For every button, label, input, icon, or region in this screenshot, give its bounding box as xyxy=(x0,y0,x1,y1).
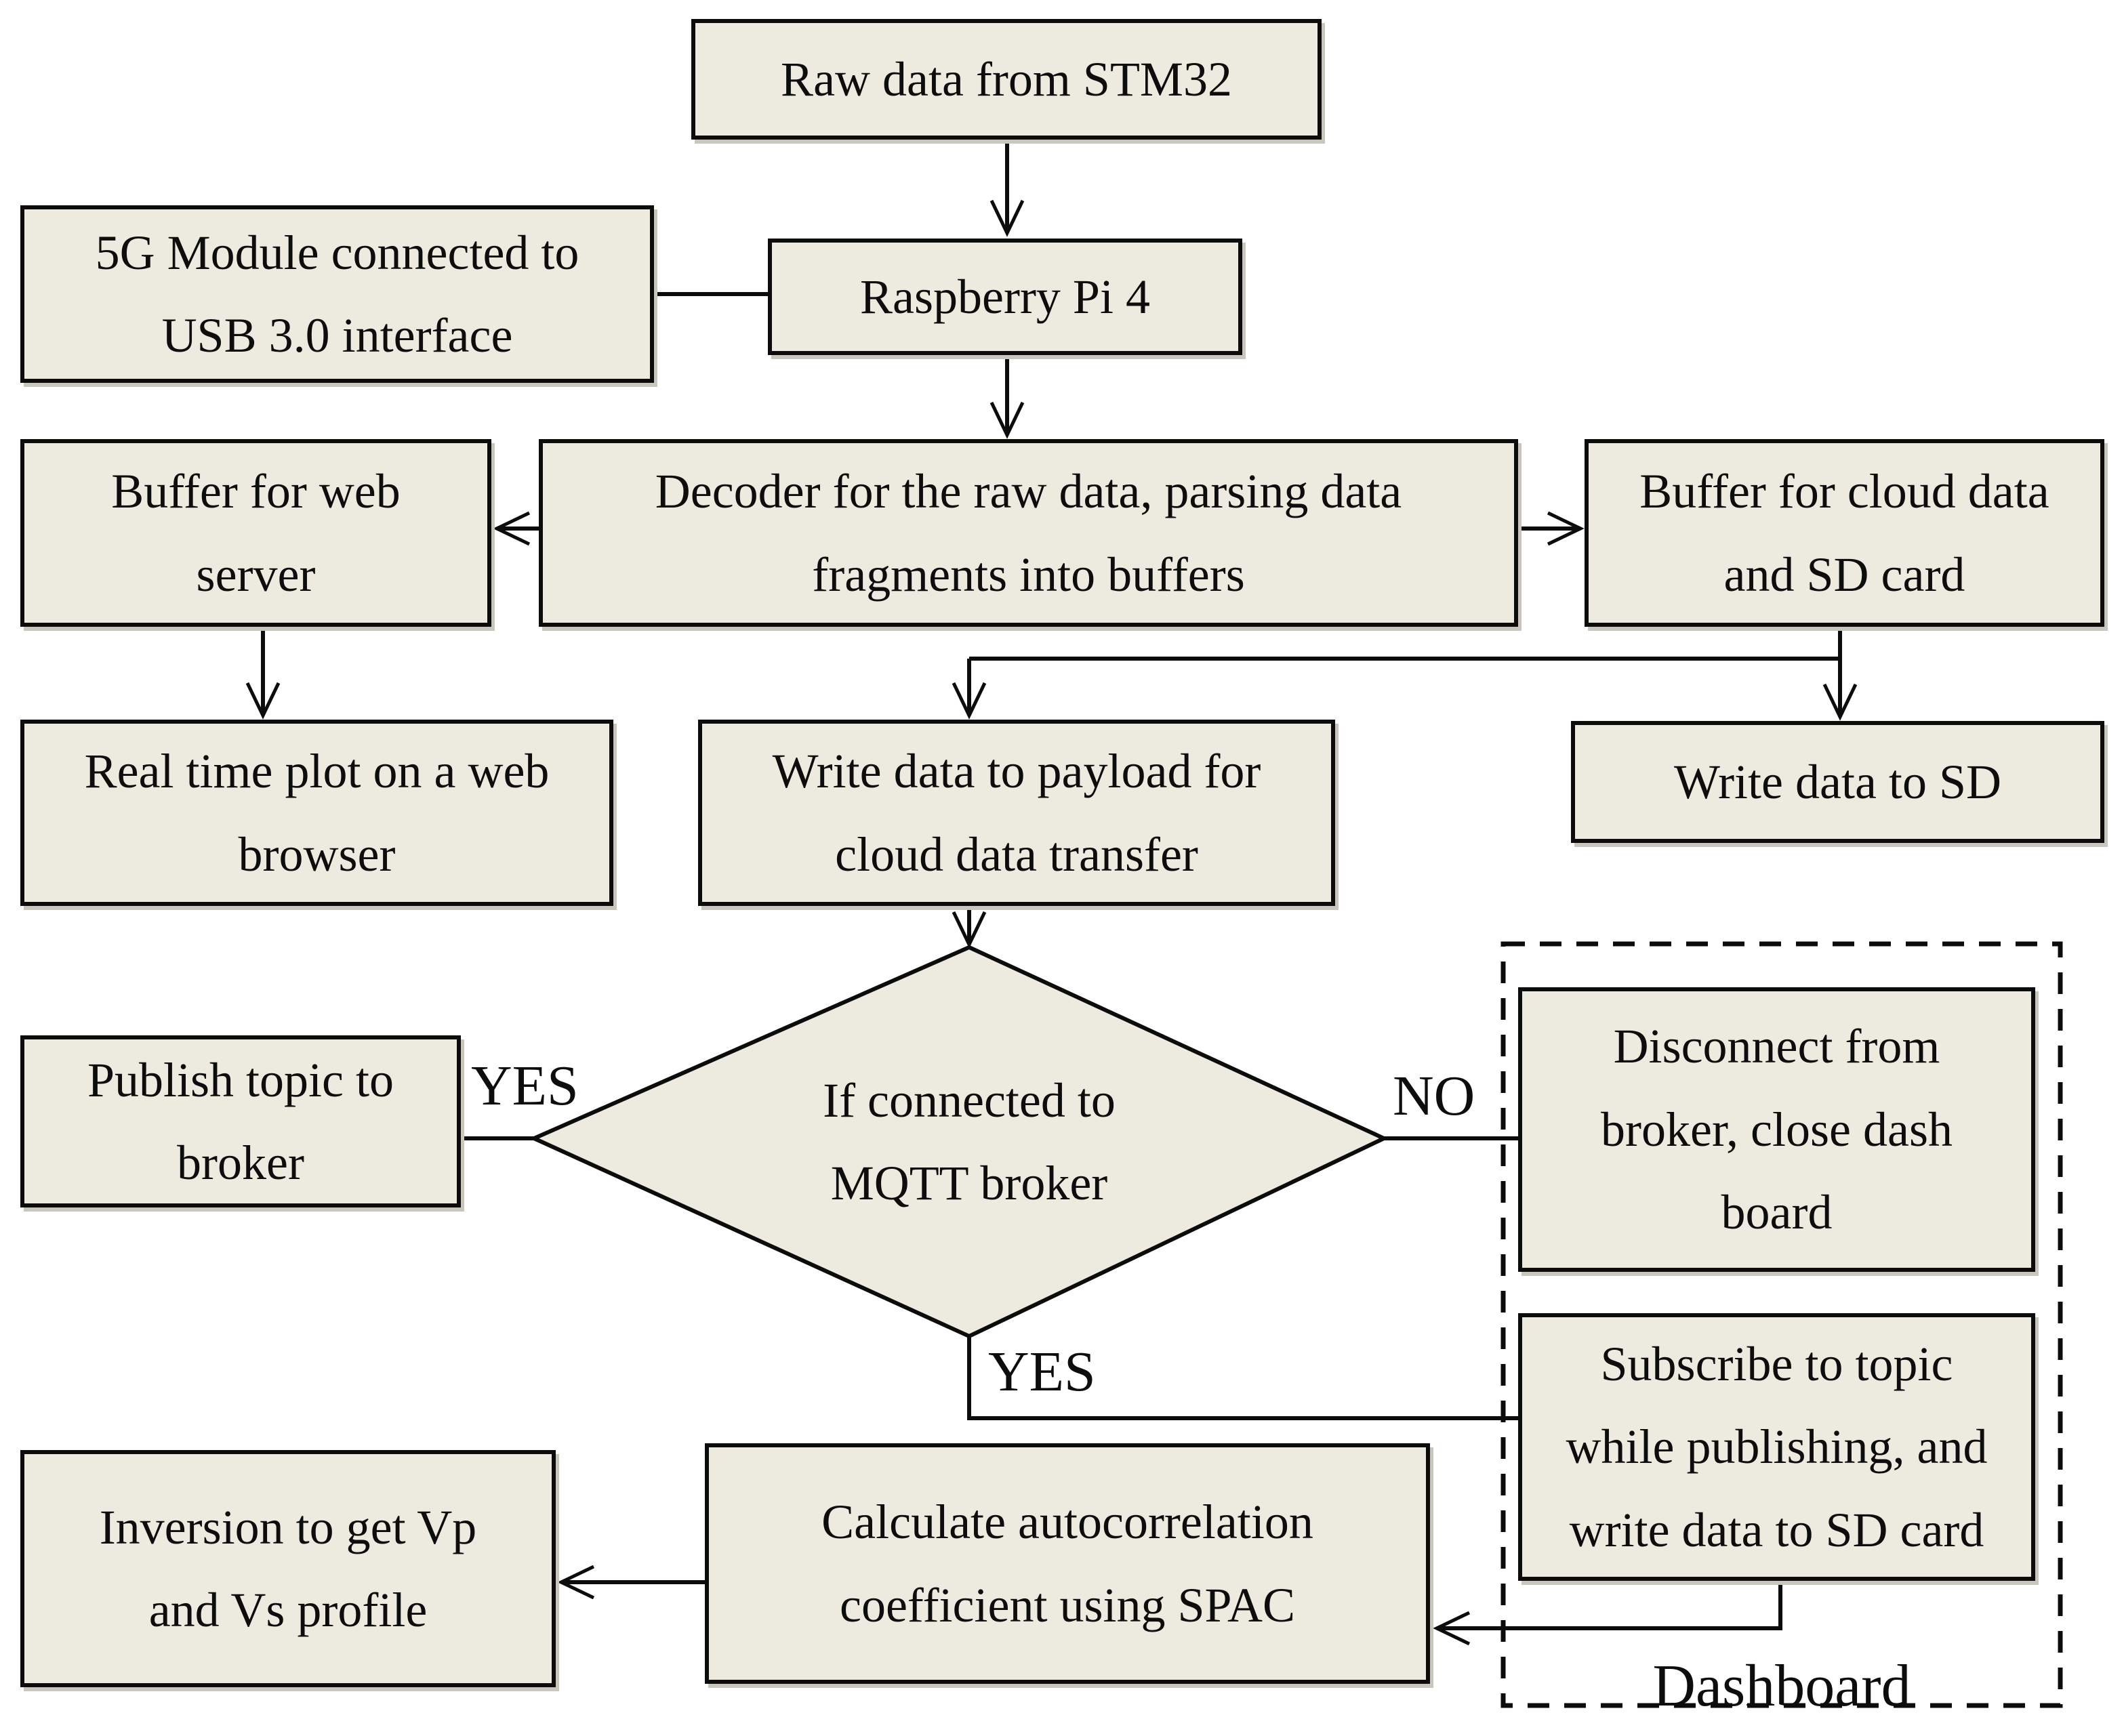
yes-label-left: YES xyxy=(471,1054,579,1117)
node-inversion: Inversion to get Vp and Vs profile xyxy=(20,1450,556,1687)
node-realtime-plot-label: Real time plot on a web browser xyxy=(84,744,550,882)
edge-decoder-to-bufferweb xyxy=(493,511,539,546)
node-inversion-label: Inversion to get Vp and Vs profile xyxy=(99,1500,477,1637)
edge-decoder-to-buffercloud xyxy=(1518,511,1585,546)
dashboard-container-label: Dashboard xyxy=(1652,1653,1911,1719)
node-buffer-cloud-label: Buffer for cloud data and SD card xyxy=(1639,464,2049,602)
node-publish-topic: Publish topic to broker xyxy=(20,1035,461,1207)
node-decoder: Decoder for the raw data, parsing data f… xyxy=(539,439,1518,627)
node-write-sd-label: Write data to SD xyxy=(1674,754,2001,809)
node-decision-label: If connected to MQTT broker xyxy=(823,1073,1116,1210)
node-raspberry-pi-label: Raspberry Pi 4 xyxy=(860,269,1150,324)
node-raspberry-pi: Raspberry Pi 4 xyxy=(768,239,1242,355)
node-subscribe-label: Subscribe to topic while publishing, and… xyxy=(1566,1336,1988,1557)
node-calculate: Calculate autocorrelation coefficient us… xyxy=(705,1443,1430,1684)
edge-bufferweb-to-realtimeplot xyxy=(245,627,281,720)
node-calculate-label: Calculate autocorrelation coefficient us… xyxy=(821,1495,1313,1632)
no-label-right: NO xyxy=(1393,1065,1475,1128)
edge-rawdata-to-raspberrypi xyxy=(989,140,1025,237)
node-buffer-web: Buffer for web server xyxy=(20,439,491,627)
node-write-payload: Write data to payload for cloud data tra… xyxy=(698,720,1335,906)
node-decision: If connected to MQTT broker xyxy=(630,1047,1308,1237)
node-disconnect-label: Disconnect from broker, close dash board xyxy=(1601,1019,1953,1240)
yes-label-bottom: YES xyxy=(988,1340,1096,1403)
edge-subscribe-to-calculate xyxy=(1433,1581,1782,1646)
node-publish-topic-label: Publish topic to broker xyxy=(87,1052,394,1190)
node-subscribe: Subscribe to topic while publishing, and… xyxy=(1518,1313,2035,1581)
edge-raspberrypi-to-decoder xyxy=(989,355,1025,439)
node-5g-module: 5G Module connected to USB 3.0 interface xyxy=(20,205,654,383)
edge-buffercloud-to-writesd xyxy=(1822,627,1858,721)
node-realtime-plot: Real time plot on a web browser xyxy=(20,720,613,906)
decision-diamond-shape xyxy=(529,945,1389,1339)
edge-payload-to-decision xyxy=(952,905,987,949)
edge-decision-yes-to-subscribe xyxy=(967,1336,1533,1420)
node-buffer-cloud: Buffer for cloud data and SD card xyxy=(1585,439,2104,627)
node-buffer-web-label: Buffer for web server xyxy=(111,464,401,602)
node-write-payload-label: Write data to payload for cloud data tra… xyxy=(772,744,1261,882)
edge-buffercloud-branch-to-payload xyxy=(952,657,1840,720)
node-write-sd: Write data to SD xyxy=(1571,721,2104,843)
node-raw-data: Raw data from STM32 xyxy=(691,19,1322,140)
node-5g-module-label: 5G Module connected to USB 3.0 interface xyxy=(95,225,579,363)
node-decoder-label: Decoder for the raw data, parsing data f… xyxy=(655,464,1402,602)
node-raw-data-label: Raw data from STM32 xyxy=(781,51,1232,106)
node-disconnect: Disconnect from broker, close dash board xyxy=(1518,987,2035,1272)
edge-calculate-to-inversion xyxy=(557,1565,705,1600)
